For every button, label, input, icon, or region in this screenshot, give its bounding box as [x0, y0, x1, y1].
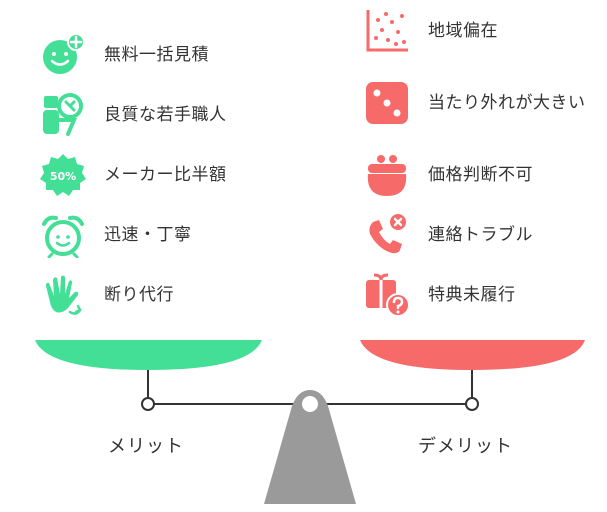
smiley-plus-icon [40, 32, 86, 78]
merit-pan [35, 340, 262, 370]
merit-label: 無料一括見積 [104, 44, 209, 65]
merits-heading: メリット [108, 436, 184, 457]
demerit-item: 地域偏在 [364, 8, 588, 54]
merit-item: 良質な若手職人 [40, 92, 284, 138]
merit-label: メーカー比半額 [104, 164, 227, 185]
scatter-plot-icon [364, 8, 410, 54]
phone-cancel-icon [364, 212, 410, 258]
demerit-label: 当たり外れが大きい [428, 92, 586, 113]
merit-label: 断り代行 [104, 284, 174, 305]
merit-item: 50% メーカー比半額 [40, 152, 284, 198]
gift-question-icon [364, 272, 410, 318]
demerit-item: 連絡トラブル [364, 212, 588, 258]
fulcrum [264, 390, 356, 504]
merit-hinge [141, 397, 155, 411]
demerit-item: 特典未履行 [364, 272, 588, 318]
dice-icon [364, 80, 410, 126]
merit-item: 迅速・丁寧 [40, 212, 284, 258]
coin-purse-icon [364, 152, 410, 198]
merit-item: 無料一括見積 [40, 32, 284, 78]
fifty-percent-badge-icon: 50% [40, 152, 86, 198]
demerits-heading: デメリット [418, 436, 513, 457]
merit-label: 良質な若手職人 [104, 104, 227, 125]
demerit-item: 価格判断不可 [364, 152, 588, 198]
demerit-label: 価格判断不可 [428, 164, 533, 185]
merit-item: 断り代行 [40, 272, 284, 318]
demerit-label: 地域偏在 [428, 20, 498, 41]
svg-text:50%: 50% [50, 170, 76, 183]
demerit-hinge [465, 397, 479, 411]
demerit-item: 当たり外れが大きい [364, 80, 588, 126]
demerit-pan [360, 340, 585, 370]
demerit-label: 連絡トラブル [428, 224, 533, 245]
demerit-label: 特典未履行 [428, 284, 516, 305]
alarm-clock-icon [40, 212, 86, 258]
fulcrum-pivot [302, 396, 318, 412]
craftsman-icon [40, 92, 86, 138]
merit-label: 迅速・丁寧 [104, 224, 192, 245]
waving-hand-icon [40, 272, 86, 318]
